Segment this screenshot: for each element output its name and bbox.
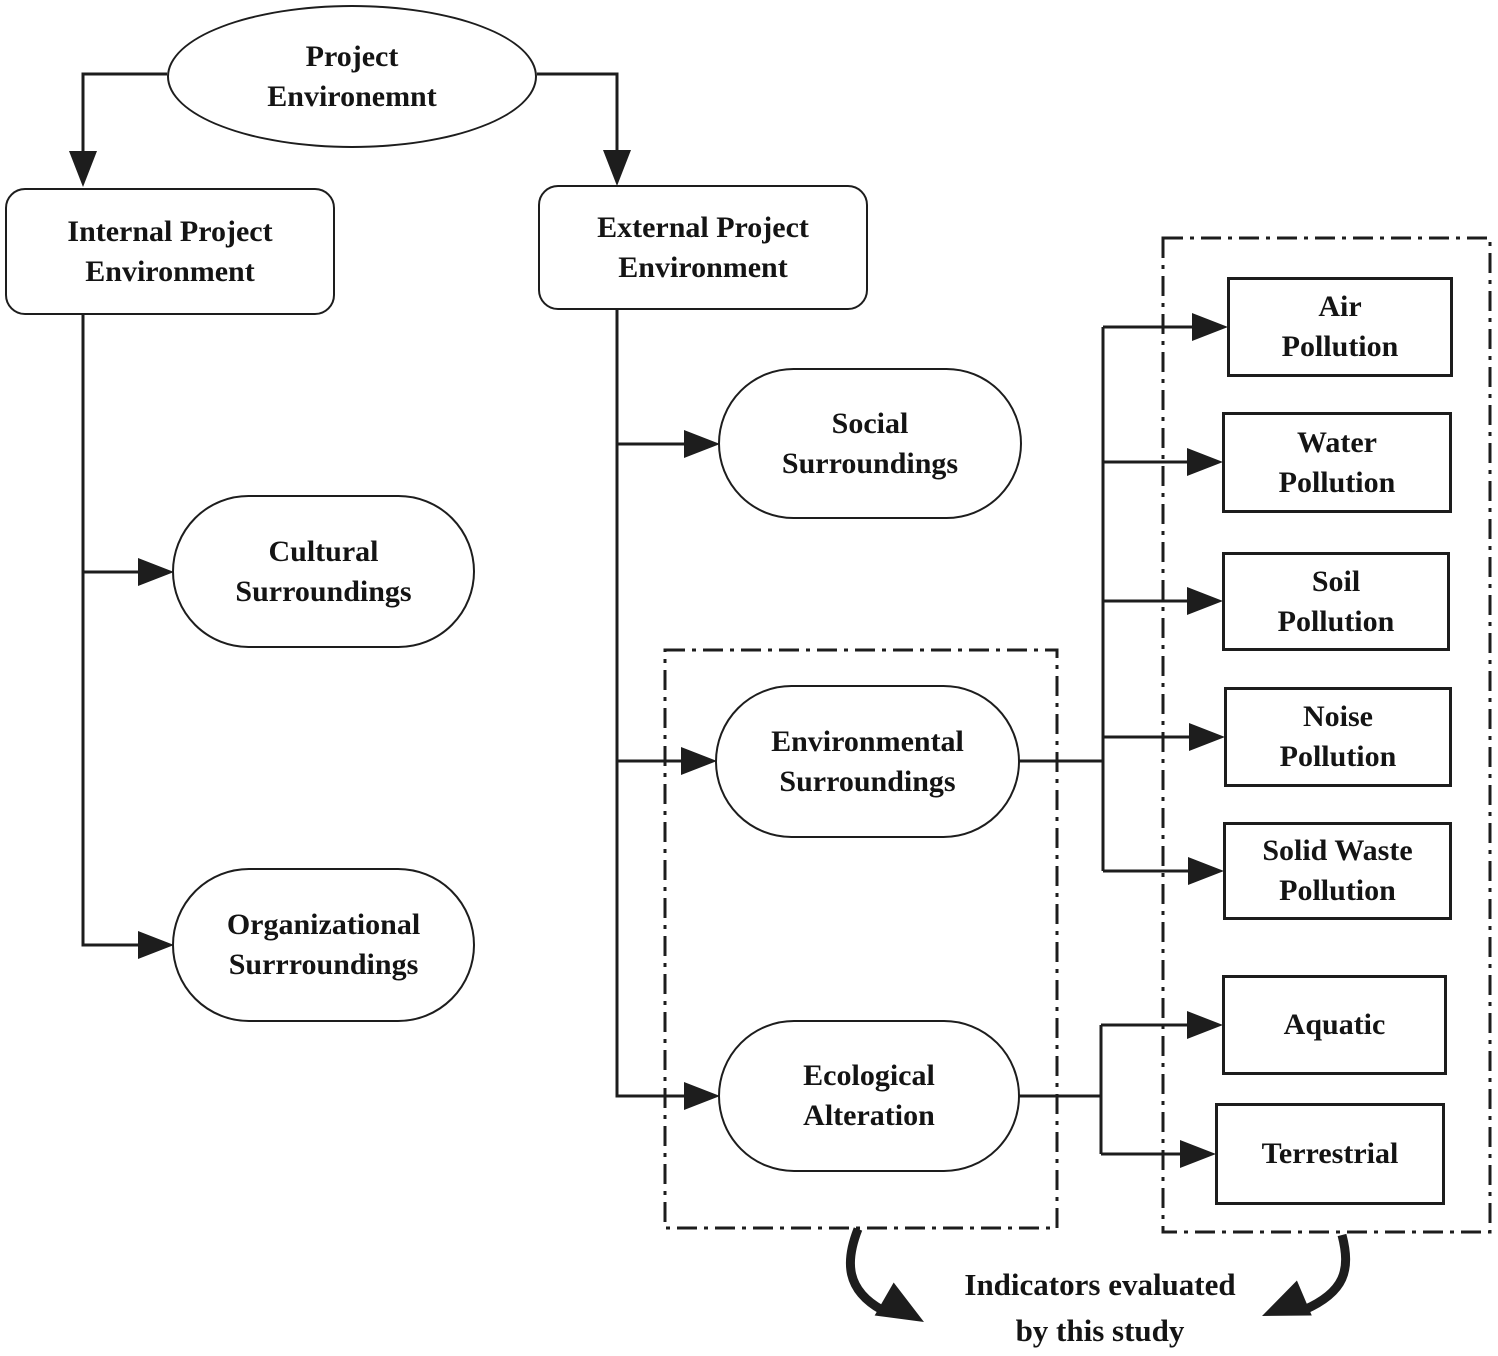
arrowhead-down-internal (69, 151, 97, 187)
node-terrestrial: Terrestrial (1215, 1103, 1445, 1205)
node-internal-project-environment: Internal Project Environment (5, 188, 335, 315)
arrowhead-organizational (138, 931, 174, 959)
curved-arrowhead-right (1262, 1280, 1312, 1316)
external-project-environment-label: External Project Environment (597, 210, 809, 284)
noise-pollution-label: Noise Pollution (1279, 700, 1397, 773)
arrowhead-social (684, 430, 720, 458)
organizational-surroundings-label: Organizational Surrroundings (226, 908, 421, 981)
node-cultural-surroundings: Cultural Surroundings (172, 495, 475, 648)
node-noise-pollution: Noise Pollution (1224, 687, 1452, 787)
curved-arrow-left (845, 1227, 885, 1314)
soil-pollution-label: Soil Pollution (1277, 564, 1395, 638)
arrowhead-environmental (681, 747, 717, 775)
node-solid-waste-pollution: Solid Waste Pollution (1223, 822, 1452, 920)
water-pollution-label: Water Pollution (1278, 425, 1396, 499)
dashed-group-ecological-environmental (663, 648, 1059, 1230)
aquatic-label: Aquatic (1283, 1008, 1386, 1041)
arrowhead-solid-waste (1188, 857, 1224, 885)
arrowhead-water (1187, 448, 1223, 476)
arrowhead-cultural (138, 558, 174, 586)
callout-arrows (845, 1227, 1351, 1322)
connector-external-trunk (615, 310, 684, 1098)
node-social-surroundings: Social Surroundings (718, 368, 1022, 519)
project-environment-label: Project Environemnt (267, 39, 437, 113)
node-ecological-alteration: Ecological Alteration (718, 1020, 1020, 1172)
terrestrial-label: Terrestrial (1261, 1137, 1399, 1170)
arrowhead-aquatic (1187, 1011, 1223, 1039)
solid-waste-pollution-label: Solid Waste Pollution (1262, 834, 1413, 907)
curved-arrowhead-left (874, 1282, 924, 1322)
arrowhead-down-external (603, 150, 631, 186)
arrowhead-air (1192, 313, 1228, 341)
social-surroundings-label: Social Surroundings (781, 406, 959, 480)
arrowhead-soil (1187, 587, 1223, 615)
node-water-pollution: Water Pollution (1222, 412, 1452, 513)
connector-internal-trunk (81, 315, 138, 947)
node-project-environment: Project Environemnt (167, 5, 537, 148)
node-external-project-environment: External Project Environment (538, 185, 868, 310)
connector-root-to-external (537, 72, 619, 151)
cultural-surroundings-label: Cultural Surroundings (235, 534, 412, 608)
dashed-group-indicators (1161, 236, 1492, 1234)
node-environmental-surroundings: Environmental Surroundings (715, 685, 1020, 838)
ecological-alteration-label: Ecological Alteration (803, 1059, 935, 1132)
air-pollution-label: Air Pollution (1281, 290, 1399, 363)
arrowhead-noise (1189, 723, 1225, 751)
indicators-annotation: Indicators evaluated by this study (964, 1267, 1236, 1348)
node-aquatic: Aquatic (1222, 975, 1447, 1075)
node-soil-pollution: Soil Pollution (1222, 552, 1450, 651)
curved-arrow-right (1302, 1233, 1351, 1315)
node-air-pollution: Air Pollution (1227, 277, 1453, 377)
connector-root-to-internal (81, 72, 167, 152)
node-organizational-surroundings: Organizational Surrroundings (172, 868, 475, 1022)
arrowheads (69, 150, 1228, 1168)
arrowhead-ecological (684, 1082, 720, 1110)
environmental-surroundings-label: Environmental Surroundings (771, 724, 964, 798)
arrowhead-terrestrial (1180, 1140, 1216, 1168)
internal-project-environment-label: Internal Project Environment (67, 214, 273, 288)
